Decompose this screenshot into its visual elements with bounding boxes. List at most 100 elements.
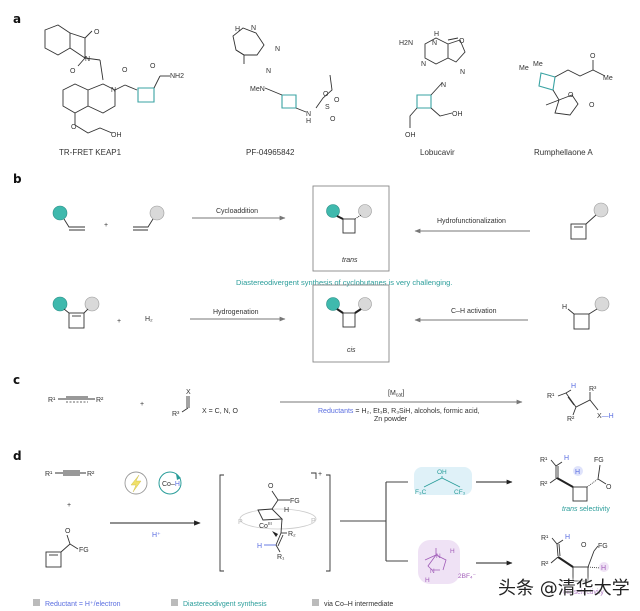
- atom-label: OH: [111, 132, 122, 139]
- atom-label: OH: [405, 132, 416, 139]
- reactant-teal-alkene: [52, 205, 85, 231]
- watermark: 头条 @清华大学: [498, 578, 630, 599]
- cobalt-label: CoIII: [259, 521, 272, 530]
- atom-label: H: [450, 548, 455, 555]
- label-cis: cis: [347, 347, 356, 354]
- product-box-cis: [312, 284, 390, 363]
- product-allylic: R¹ H R³ R² X—H: [547, 383, 614, 423]
- plus-sign: +: [140, 401, 144, 408]
- panel-a-label: a: [13, 12, 21, 26]
- atom-label: O: [323, 91, 329, 98]
- atom-label-h: H: [257, 543, 262, 550]
- product-box-trans: [312, 185, 390, 272]
- reactant-alkyne-d: R¹ R²: [45, 470, 95, 478]
- atom-label: FG: [290, 498, 300, 505]
- x-definition: X = C, N, O: [202, 408, 239, 415]
- atom-label: R²: [567, 416, 575, 423]
- cyclobutane-cis: [326, 297, 372, 328]
- hydrogen-gas: H₂: [145, 316, 153, 323]
- atom-label: O: [581, 542, 587, 549]
- cobalt-intermediate: + P P O FG H CoIII R₂ H R₁: [219, 471, 331, 572]
- reductants-line-2: Zn powder: [374, 416, 408, 423]
- atom-label-h: H: [564, 455, 569, 462]
- atom-label: R³: [589, 386, 597, 393]
- plus-sign: +: [67, 502, 71, 509]
- molecule-rumphellaone-a: Me Me O Me O O Rumphellaone A: [519, 53, 613, 157]
- atom-label: N: [306, 111, 311, 118]
- molecule-name: Rumphellaone A: [534, 148, 593, 157]
- hfip-additive: OH F₃C CF₃: [414, 467, 472, 496]
- panel-c-label: c: [13, 373, 20, 387]
- atom-label: R¹: [541, 535, 549, 542]
- x-h-group: X—H: [597, 413, 614, 420]
- atom-label: R³: [172, 411, 180, 418]
- cis-selectivity-label: cis selectivity: [563, 589, 604, 596]
- atom-label: O: [122, 67, 128, 74]
- atom-label: R²: [87, 471, 95, 478]
- legend-swatch: [312, 599, 319, 606]
- challenge-note: Diastereodivergent synthesis of cyclobut…: [236, 278, 452, 287]
- atom-label: R²: [96, 397, 104, 404]
- legend-swatch: [33, 599, 40, 606]
- atom-label: CF₃: [454, 489, 466, 496]
- atom-label: N: [432, 40, 437, 47]
- molecule-pf-04965842: H N N N MeN N H S O O O PF-04965842: [232, 25, 340, 157]
- atom-label: F₃C: [415, 489, 427, 496]
- atom-label: FG: [598, 543, 608, 550]
- atom-label: O: [150, 63, 156, 70]
- atom-label: N: [266, 68, 271, 75]
- dabco-additive: N N H H 2BF₄⁻: [418, 540, 477, 584]
- atom-label: R¹: [540, 457, 548, 464]
- atom-label: O: [459, 38, 465, 45]
- counterion-label: 2BF₄⁻: [458, 573, 477, 580]
- trans-selectivity-label: trans selectivity: [562, 506, 610, 513]
- atom-label: R¹: [547, 393, 555, 400]
- atom-label: N: [275, 46, 280, 53]
- atom-label-h: H: [571, 383, 576, 390]
- reactant-alkyne: R¹ R²: [48, 396, 104, 404]
- atom-label: N: [436, 553, 441, 560]
- atom-label: R²: [541, 561, 549, 568]
- atom-label: N: [421, 61, 426, 68]
- atom-label-h: H: [601, 565, 606, 572]
- atom-label: R₁: [277, 554, 285, 561]
- atom-label: OH: [437, 469, 447, 476]
- atom-label: H: [235, 26, 240, 33]
- panel-d-label: d: [13, 449, 22, 463]
- legend-item-co-h: via Co–H intermediate: [324, 601, 393, 608]
- legend-swatch: [171, 599, 178, 606]
- molecule-name: Lobucavir: [420, 148, 455, 157]
- atom-label: N: [85, 56, 90, 63]
- atom-label: MeN: [250, 86, 265, 93]
- molecule-name: TR-FRET KEAP1: [59, 148, 122, 157]
- atom-label: X: [186, 389, 191, 396]
- label-cycloaddition: Cycloaddition: [216, 208, 258, 215]
- atom-label: H: [425, 577, 430, 584]
- atom-label: O: [568, 92, 574, 99]
- atom-label: O: [606, 484, 612, 491]
- cobalt-hydride-cycle-icon: Co–H: [158, 471, 182, 495]
- cis-product: R¹ H R² O FG H cis selectivity: [541, 534, 609, 596]
- atom-label: H: [434, 31, 439, 38]
- atom-label: O: [71, 124, 77, 131]
- molecule-lobucavir: H2N H N O N N N OH OH Lobucavir: [399, 31, 466, 157]
- reactant-cyclobutene-carbonyl: O FG: [45, 528, 89, 568]
- atom-label: Me: [603, 75, 613, 82]
- atom-label: N: [251, 25, 256, 32]
- atom-label: O: [590, 53, 596, 60]
- branch-connector: [340, 481, 408, 562]
- plus-sign: +: [104, 222, 108, 229]
- molecule-name: PF-04965842: [246, 148, 295, 157]
- atom-label: R₂: [288, 531, 296, 538]
- reactant-cyclobutane-grey: H: [562, 296, 610, 330]
- label-hydrogenation: Hydrogenation: [213, 309, 259, 316]
- atom-label: FG: [79, 547, 89, 554]
- reactant-grey-alkene: [133, 205, 165, 231]
- atom-label: R¹: [48, 397, 56, 404]
- atom-label: O: [330, 116, 336, 123]
- atom-label-h: H: [565, 534, 570, 541]
- atom-label: FG: [594, 457, 604, 464]
- atom-label: N: [460, 69, 465, 76]
- atom-label: Me: [519, 65, 529, 72]
